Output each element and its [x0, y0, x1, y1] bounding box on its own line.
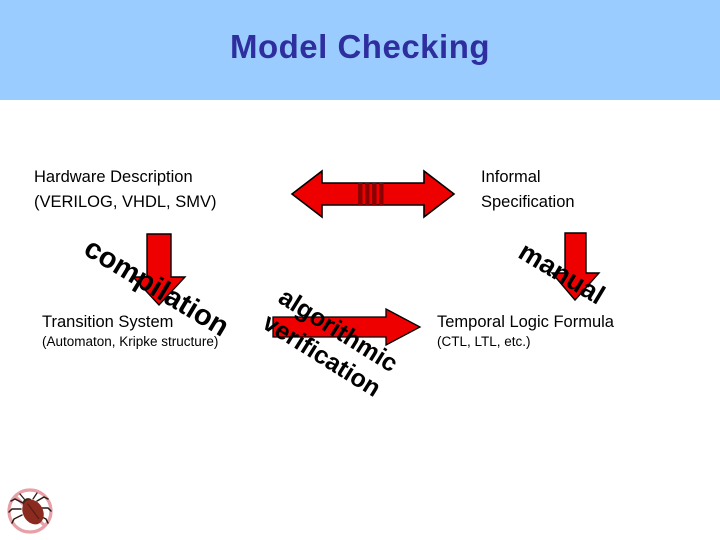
- temporal-logic-formula-sublabel: (CTL, LTL, etc.): [437, 334, 531, 349]
- temporal-logic-formula-label: Temporal Logic Formula: [437, 313, 614, 331]
- bidirectional-arrow-icon: [290, 169, 456, 219]
- page-title: Model Checking: [229, 28, 491, 65]
- hardware-description-line1: Hardware Description: [34, 168, 193, 186]
- hardware-description-node: Hardware Description (VERILOG, VHDL, SMV…: [34, 165, 216, 215]
- down-arrow-icon-compilation: [131, 233, 187, 307]
- edge-label-algorithmic-verification: algorithmic verification: [257, 282, 403, 404]
- hardware-description-line2: (VERILOG, VHDL, SMV): [34, 193, 217, 211]
- title-banner: Model Checking: [0, 0, 720, 100]
- right-arrow-icon-verification: [272, 307, 422, 347]
- informal-specification-node: Informal Specification: [481, 165, 575, 215]
- informal-specification-line1: Informal: [481, 168, 541, 186]
- down-arrow-icon-manual: [550, 232, 601, 302]
- transition-system-sublabel: (Automaton, Kripke structure): [42, 334, 219, 349]
- transition-system-label: Transition System: [42, 313, 174, 331]
- no-bug-logo: [7, 488, 53, 534]
- informal-specification-line2: Specification: [481, 193, 575, 211]
